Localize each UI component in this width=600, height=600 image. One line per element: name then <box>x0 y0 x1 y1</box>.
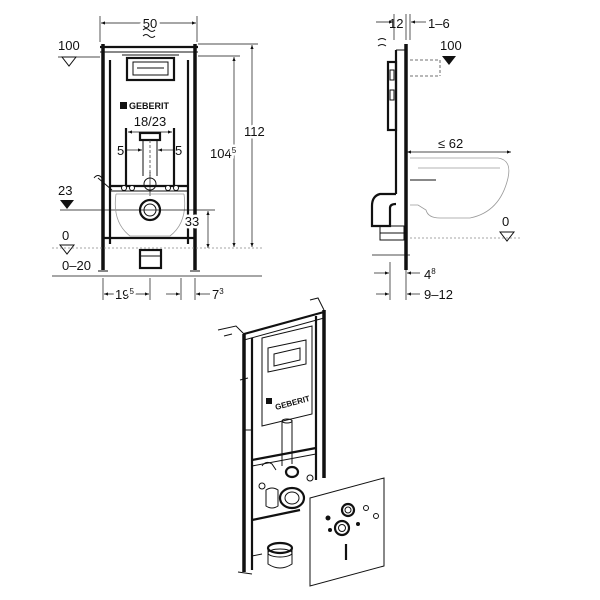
iso-bottom-rail <box>251 508 301 522</box>
pipe-offset-left-label: 5 <box>117 143 124 158</box>
iso-wc-crossbar <box>251 446 317 462</box>
iso-wall-bracket-left-icon <box>217 325 245 337</box>
iso-plate-bolt-far-right-icon <box>373 513 379 519</box>
iso-side-clip <box>239 377 249 381</box>
side-water-supply-icon <box>377 38 387 47</box>
supply-height-marker <box>60 200 74 209</box>
offset-right-label: 73 <box>212 287 224 302</box>
iso-foot-left <box>237 571 253 575</box>
front-reference-level-marker <box>60 56 78 67</box>
iso-wc-crossbar-2 <box>251 453 317 467</box>
iso-drain-elbow <box>265 487 279 509</box>
iso-actuator-plate <box>267 339 307 373</box>
iso-plate-bolt-left-icon <box>328 528 332 532</box>
fixing-bolt-right-icon <box>173 185 179 191</box>
flush-pipe-label: 18/23 <box>134 114 167 129</box>
iso-drain-connector-outer <box>278 486 306 510</box>
frame-height-label: 1045 <box>210 146 237 161</box>
isometric-view: GEBERIT <box>217 297 385 587</box>
side-floor-level-marker <box>498 231 516 242</box>
iso-drain-pipe-top <box>266 541 294 555</box>
front-reference-level-label: 100 <box>58 38 80 53</box>
fixing-bolt-right-inner-icon <box>165 185 171 191</box>
iso-wall-bracket-right-icon <box>309 297 325 311</box>
floor-range-label: 0–20 <box>62 258 91 273</box>
frame-height-sup: 5 <box>232 146 237 155</box>
front-floor-level-label: 0 <box>62 228 69 243</box>
iso-foot-inner <box>251 553 263 557</box>
geberit-logo-icon <box>120 102 127 109</box>
offset-right-sup: 3 <box>219 287 224 296</box>
iso-bolt-right-icon <box>306 474 314 482</box>
fixing-bolt-left-inner-icon <box>129 185 135 191</box>
frame-height-main: 104 <box>210 146 232 161</box>
flush-pipe-connector <box>138 131 162 142</box>
total-height-label: 112 <box>244 124 265 139</box>
iso-drain-pipe-body <box>267 548 293 569</box>
side-projection-label: ≤ 62 <box>438 136 463 151</box>
side-cistern <box>386 60 398 132</box>
side-depth-range-label: 1–6 <box>428 16 450 31</box>
supply-hose <box>97 177 113 191</box>
iso-supply-valve-icon <box>261 461 277 471</box>
iso-drain-connector-inner <box>284 491 300 505</box>
side-drain-elbow <box>370 192 397 228</box>
fixing-bolt-left-icon <box>121 185 127 191</box>
front-view: 5 0 100 GEBERIT 18/23 <box>52 13 267 305</box>
side-view: 12 1–6 100 ≤ 62 0 <box>370 14 520 302</box>
iso-frame-top-rail <box>243 310 325 336</box>
actuator-plate <box>125 56 176 82</box>
side-depth-frame-label: 12 <box>389 16 403 31</box>
iso-plate-flush-opening-icon <box>340 502 356 518</box>
offset-right-main: 7 <box>212 287 219 302</box>
side-reference-level-marker <box>442 56 456 65</box>
iso-actuator-button <box>273 347 301 367</box>
front-floor-level-marker <box>58 244 76 255</box>
drain-height-label: 33 <box>185 214 199 229</box>
iso-plate-drain-inner-icon <box>338 524 346 532</box>
drain-pipe <box>138 248 163 270</box>
iso-plate-flush-inner-icon <box>344 506 352 514</box>
iso-plate-hole-right-icon <box>363 505 369 511</box>
supply-height-label: 23 <box>58 183 72 198</box>
offset-left-main: 19 <box>115 287 129 302</box>
iso-drain-pipe-ring <box>267 548 293 558</box>
iso-plate-drain-opening-icon <box>333 519 351 537</box>
brand-label: GEBERIT <box>129 101 170 111</box>
iso-bolt-left-icon <box>258 482 266 490</box>
iso-flush-pipe-top <box>281 418 293 424</box>
side-cistern-detail <box>389 89 395 101</box>
iso-flush-elbow-icon <box>284 465 300 479</box>
side-reference-level-label: 100 <box>440 38 462 53</box>
side-drain-offset-main: 4 <box>424 267 431 282</box>
iso-plate-bolt-right-icon <box>356 522 360 526</box>
side-drain-offset-sup: 8 <box>431 267 436 276</box>
supply-valve-icon <box>93 175 103 179</box>
side-actuator <box>389 69 395 81</box>
offset-left-sup: 5 <box>129 287 134 296</box>
side-drain-offset-label: 48 <box>424 267 436 282</box>
water-supply-icon <box>142 28 156 38</box>
side-wc-bowl <box>410 157 510 219</box>
offset-left-label: 195 <box>115 287 134 302</box>
side-drain-range-label: 9–12 <box>424 287 453 302</box>
iso-geberit-logo-icon <box>266 398 272 404</box>
pipe-offset-right-label: 5 <box>175 143 182 158</box>
side-floor-level-label: 0 <box>502 214 509 229</box>
iso-frame-top-rail-2 <box>243 317 325 341</box>
actuator-button <box>132 61 169 76</box>
iso-plate-hole-left-icon <box>325 515 331 521</box>
